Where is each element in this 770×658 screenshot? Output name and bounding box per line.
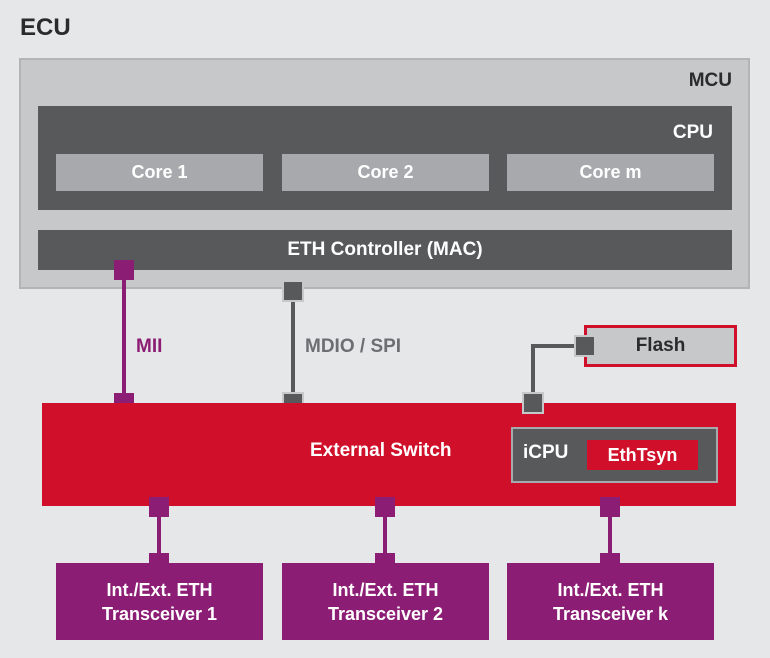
transceiver-k: Int./Ext. ETH Transceiver k [507,563,714,640]
transceiver-1-line1: Int./Ext. ETH [106,579,213,600]
trx3-port-top [600,497,620,517]
flash-line-vertical [531,344,535,404]
core-2: Core 2 [282,154,489,191]
mii-port-top [114,260,134,280]
icpu-label: iCPU [523,442,569,463]
ethtsyn-block: EthTsyn [587,440,698,470]
trx1-port-top [149,497,169,517]
transceiver-2: Int./Ext. ETH Transceiver 2 [282,563,489,640]
flash-block: Flash [584,325,737,367]
switch-flash-port [522,392,544,414]
external-switch-label: External Switch [310,440,452,461]
trx2-line [383,506,387,564]
trx1-line [157,506,161,564]
mii-label: MII [136,336,163,357]
transceiver-2-line2: Transceiver 2 [327,603,444,624]
transceiver-k-line2: Transceiver k [552,603,669,624]
transceiver-2-line1: Int./Ext. ETH [332,579,439,600]
eth-controller: ETH Controller (MAC) [38,230,732,270]
trx3-line [608,506,612,564]
mcu-label: MCU [688,70,732,91]
core-1: Core 1 [56,154,263,191]
trx2-port-top [375,497,395,517]
mii-line [122,270,126,404]
ecu-title: ECU [20,14,71,41]
cpu-label: CPU [672,122,713,143]
mdio-port-top [282,280,304,302]
flash-port [574,335,596,357]
core-m: Core m [507,154,714,191]
transceiver-1: Int./Ext. ETH Transceiver 1 [56,563,263,640]
mdio-line [291,290,295,404]
mdio-spi-label: MDIO / SPI [305,336,402,357]
flash-line-horizontal [531,344,586,348]
transceiver-1-line2: Transceiver 1 [101,603,218,624]
transceiver-k-line1: Int./Ext. ETH [557,579,664,600]
